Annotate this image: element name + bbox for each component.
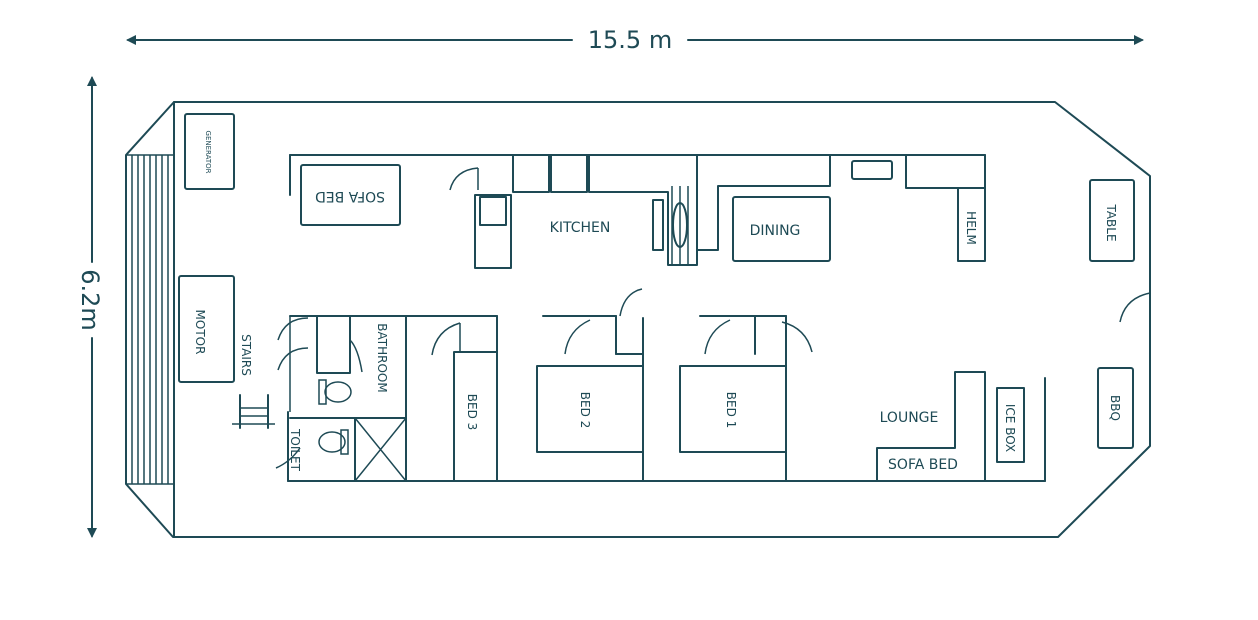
length-label: 15.5 m — [588, 26, 672, 54]
table-label: TABLE — [1104, 203, 1118, 241]
dining-label: DINING — [750, 223, 801, 239]
sofa-bed-lounge-label: SOFA BED — [888, 457, 958, 473]
rear-deck — [126, 101, 175, 538]
dining: DINING — [732, 160, 893, 262]
sofa-bed-top: SOFA BED — [300, 164, 401, 226]
length-dimension: 15.5 m — [126, 26, 1144, 54]
cabin-walls — [287, 154, 1046, 482]
width-dimension: 6.2m — [76, 76, 104, 538]
toilet: TOILET — [275, 417, 407, 482]
stairs-label: STAIRS — [239, 334, 253, 376]
width-label: 6.2m — [76, 269, 104, 331]
table: TABLE — [1089, 179, 1135, 262]
bathroom-label: BATHROOM — [375, 323, 389, 392]
side-door — [1119, 292, 1151, 323]
bed-1-label: BED 1 — [724, 392, 738, 429]
bed-1: BED 1 — [679, 319, 813, 453]
helm: HELM — [905, 154, 986, 262]
arrow-right-icon — [1134, 35, 1144, 45]
kitchen: KITCHEN — [449, 154, 831, 269]
sofa-bed-top-label: SOFA BED — [315, 188, 385, 204]
arrow-left-icon — [126, 35, 136, 45]
bathroom: BATHROOM — [277, 315, 389, 412]
bed-2: BED 2 — [536, 288, 644, 453]
ice-box-label: ICE BOX — [1003, 404, 1017, 452]
kitchen-label: KITCHEN — [550, 220, 611, 236]
motor-label: MOTOR — [193, 310, 207, 355]
stairs: STAIRS — [232, 334, 275, 429]
generator: GENERATOR — [184, 113, 235, 190]
arrow-up-icon — [87, 76, 97, 86]
helm-label: HELM — [964, 211, 978, 245]
lounge-label: LOUNGE — [880, 410, 939, 426]
bbq: BBQ — [1097, 367, 1134, 449]
hull-outline — [125, 101, 1151, 538]
motor: MOTOR — [178, 275, 235, 383]
toilet-label: TOILET — [288, 428, 302, 472]
lounge: LOUNGE SOFA BED — [876, 371, 986, 482]
generator-label: GENERATOR — [204, 131, 212, 174]
toilet-icon — [318, 429, 349, 455]
bbq-label: BBQ — [1108, 395, 1122, 421]
arrow-down-icon — [87, 528, 97, 538]
bed-3: BED 3 — [431, 322, 498, 482]
ice-box: ICE BOX — [996, 387, 1025, 463]
bed-3-label: BED 3 — [465, 394, 479, 431]
toilet-icon — [318, 379, 352, 405]
bed-2-label: BED 2 — [578, 392, 592, 429]
